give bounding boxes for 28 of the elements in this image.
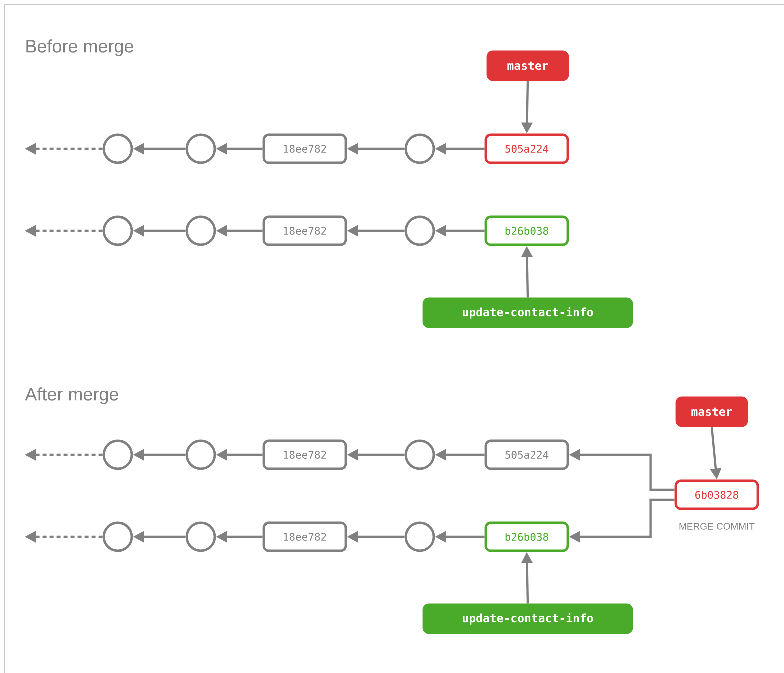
section-heading: After merge <box>25 388 118 404</box>
commit-circle <box>186 216 216 246</box>
commit-circle <box>404 134 436 164</box>
commit-box: 505a224 <box>484 440 570 470</box>
commit-circle <box>186 522 216 552</box>
commit-circle <box>102 216 134 246</box>
branch-label: update-contact-info <box>422 298 634 328</box>
commit-circle <box>186 134 216 164</box>
commit-box: 18ee782 <box>262 134 348 164</box>
commit-box: 18ee782 <box>262 522 348 552</box>
commit-box: 18ee782 <box>262 440 348 470</box>
node-caption: MERGE COMMIT <box>680 523 755 530</box>
commit-box: 6b03828 <box>674 480 760 510</box>
branch-label: master <box>676 396 748 428</box>
commit-box: 18ee782 <box>262 216 348 246</box>
commit-circle <box>404 216 436 246</box>
branch-label: update-contact-info <box>422 604 634 634</box>
section-heading: Before merge <box>26 40 134 56</box>
commit-circle <box>102 522 134 552</box>
commit-circle <box>404 440 436 470</box>
commit-circle <box>102 134 134 164</box>
commit-circle <box>186 440 216 470</box>
branch-label: master <box>486 50 570 82</box>
commit-box: 505a224 <box>484 134 570 164</box>
commit-circle <box>404 522 436 552</box>
commit-circle <box>102 440 134 470</box>
commit-box: b26b038 <box>484 522 570 552</box>
commit-box: b26b038 <box>484 216 570 246</box>
